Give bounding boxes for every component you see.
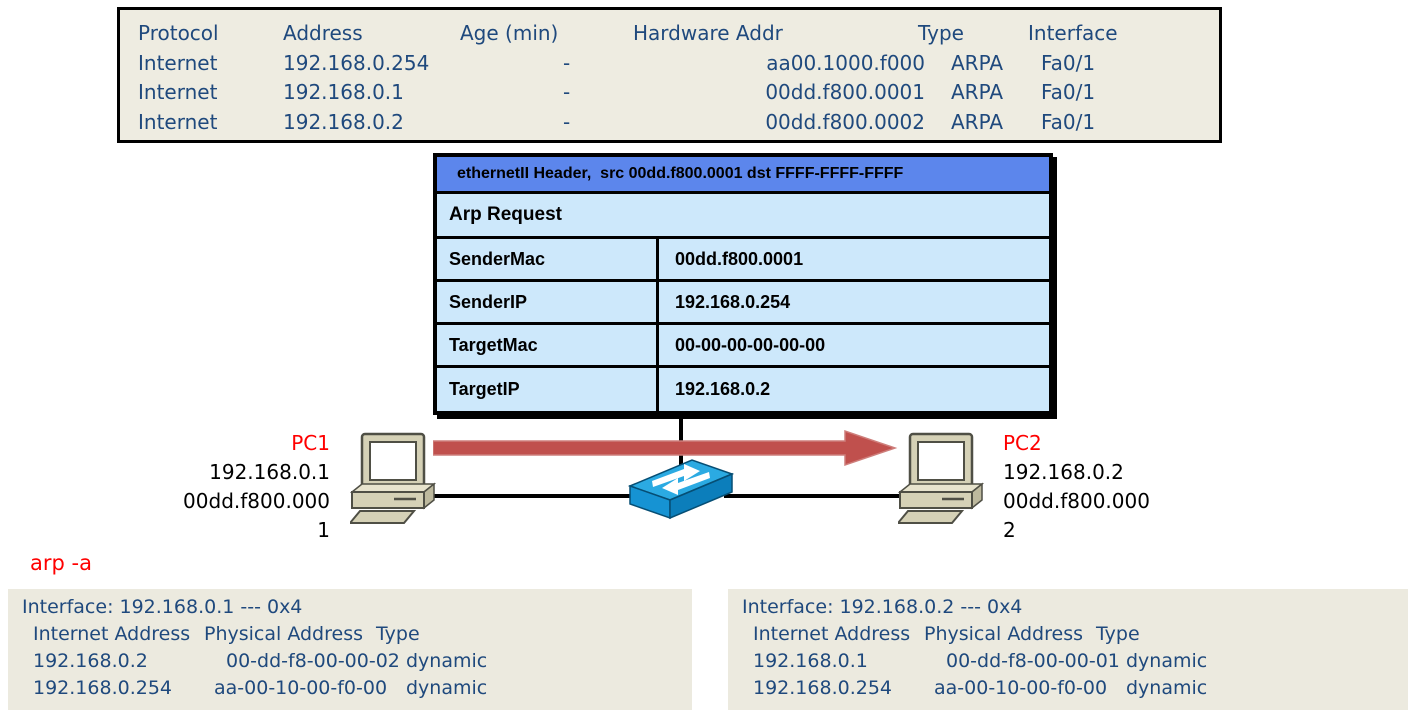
packet-field-row: SenderIP 192.168.0.254 [437,282,1049,325]
ios-arp-row: Internet 192.168.0.1 - 00dd.f800.0001 AR… [120,80,1219,110]
type-header: Type [1096,623,1140,645]
interface-cell: Fa0/1 [1041,51,1096,75]
switch-icon [628,459,734,520]
interface-text: Interface: 192.168.0.2 --- 0x4 [742,596,1023,618]
cable-switch-pc2 [724,494,910,498]
type-cell: dynamic [1126,650,1208,672]
internet-address-header: Internet Address [33,623,191,645]
sender-mac-label: SenderMac [437,239,659,279]
pc1-ip: 192.168.0.1 [209,460,330,484]
type-cell: ARPA [951,51,1004,75]
age-cell: - [563,80,571,104]
type-cell: ARPA [951,110,1004,134]
pc1-mac: 00dd.f800.000 [183,489,330,513]
pc2-computer-icon [898,432,985,524]
internet-address-cell: 192.168.0.1 [753,650,868,672]
ethernet-header-row: ethernetII Header, src 00dd.f800.0001 ds… [437,157,1049,194]
age-cell: - [563,110,571,134]
col-protocol-header: Protocol [138,21,219,45]
output-row: 192.168.0.1 00-dd-f8-00-00-01 dynamic [728,650,1408,677]
sender-ip-label: SenderIP [437,282,659,322]
interface-cell: Fa0/1 [1041,110,1096,134]
type-cell: dynamic [406,650,488,672]
pc2-arp-output: Interface: 192.168.0.2 --- 0x4 Internet … [728,589,1408,710]
physical-address-cell: 00-dd-f8-00-00-01 [946,650,1120,672]
physical-address-header: Physical Address [204,623,363,645]
pc1-name: PC1 [291,431,330,455]
address-cell: 192.168.0.254 [283,51,430,75]
pc1-computer-icon [350,432,437,524]
col-interface-header: Interface [1028,21,1118,45]
type-cell: dynamic [1126,677,1208,699]
pc2-ip: 192.168.0.2 [1003,460,1124,484]
physical-address-header: Physical Address [924,623,1083,645]
internet-address-cell: 192.168.0.254 [33,677,173,699]
address-cell: 192.168.0.1 [283,80,404,104]
protocol-cell: Internet [138,80,218,104]
ios-arp-row: Internet 192.168.0.2 - 00dd.f800.0002 AR… [120,110,1219,140]
pc1-arp-output: Interface: 192.168.0.1 --- 0x4 Internet … [8,589,692,710]
target-ip-value: 192.168.0.2 [675,379,771,399]
arp-request-title: Arp Request [437,194,1049,239]
interface-line: Interface: 192.168.0.1 --- 0x4 [8,596,692,623]
interface-text: Interface: 192.168.0.1 --- 0x4 [22,596,303,618]
address-cell: 192.168.0.2 [283,110,404,134]
protocol-cell: Internet [138,110,218,134]
hardware-cell: 00dd.f800.0001 [765,80,925,104]
age-cell: - [563,51,571,75]
physical-address-cell: 00-dd-f8-00-00-02 [226,650,400,672]
hardware-cell: 00dd.f800.0002 [765,110,925,134]
target-mac-label: TargetMac [437,325,659,365]
ios-arp-table: Protocol Address Age (min) Hardware Addr… [117,7,1222,143]
packet-field-row: TargetIP 192.168.0.2 [437,368,1049,411]
ios-arp-row: Internet 192.168.0.254 - aa00.1000.f000 … [120,51,1219,81]
output-header-row: Internet Address Physical Address Type [8,623,692,650]
ios-arp-header-row: Protocol Address Age (min) Hardware Addr… [120,21,1219,51]
type-header: Type [376,623,420,645]
output-row: 192.168.0.254 aa-00-10-00-f0-00 dynamic [8,677,692,704]
pc1-label: PC1 192.168.0.1 00dd.f800.000 1 [140,429,330,545]
hardware-cell: aa00.1000.f000 [766,51,925,75]
col-hardware-header: Hardware Addr [633,21,783,45]
interface-cell: Fa0/1 [1041,80,1096,104]
arp-request-packet-table: ethernetII Header, src 00dd.f800.0001 ds… [433,153,1053,415]
arp-command: arp -a [30,551,92,575]
cable-pc1-switch [430,494,648,498]
output-row: 192.168.0.254 aa-00-10-00-f0-00 dynamic [728,677,1408,704]
protocol-cell: Internet [138,51,218,75]
type-cell: dynamic [406,677,488,699]
packet-field-row: SenderMac 00dd.f800.0001 [437,239,1049,282]
internet-address-cell: 192.168.0.254 [753,677,893,699]
target-ip-label: TargetIP [437,368,659,411]
pc2-mac-cont: 2 [1003,518,1016,542]
output-row: 192.168.0.2 00-dd-f8-00-00-02 dynamic [8,650,692,677]
packet-field-row: TargetMac 00-00-00-00-00-00 [437,325,1049,368]
pc2-label: PC2 192.168.0.2 00dd.f800.000 2 [1003,429,1223,545]
arp-broadcast-arrow [433,429,898,467]
sender-ip-value: 192.168.0.254 [675,291,791,312]
output-header-row: Internet Address Physical Address Type [728,623,1408,650]
physical-address-cell: aa-00-10-00-f0-00 [934,677,1108,699]
col-age-header: Age (min) [460,21,559,45]
physical-address-cell: aa-00-10-00-f0-00 [214,677,388,699]
pc1-mac-cont: 1 [317,518,330,542]
type-cell: ARPA [951,80,1004,104]
internet-address-cell: 192.168.0.2 [33,650,148,672]
internet-address-header: Internet Address [753,623,911,645]
interface-line: Interface: 192.168.0.2 --- 0x4 [728,596,1408,623]
target-mac-value: 00-00-00-00-00-00 [675,334,826,355]
col-type-header: Type [918,21,964,45]
pc2-name: PC2 [1003,431,1042,455]
col-address-header: Address [283,21,363,45]
pc2-mac: 00dd.f800.000 [1003,489,1150,513]
sender-mac-value: 00dd.f800.0001 [675,248,804,269]
